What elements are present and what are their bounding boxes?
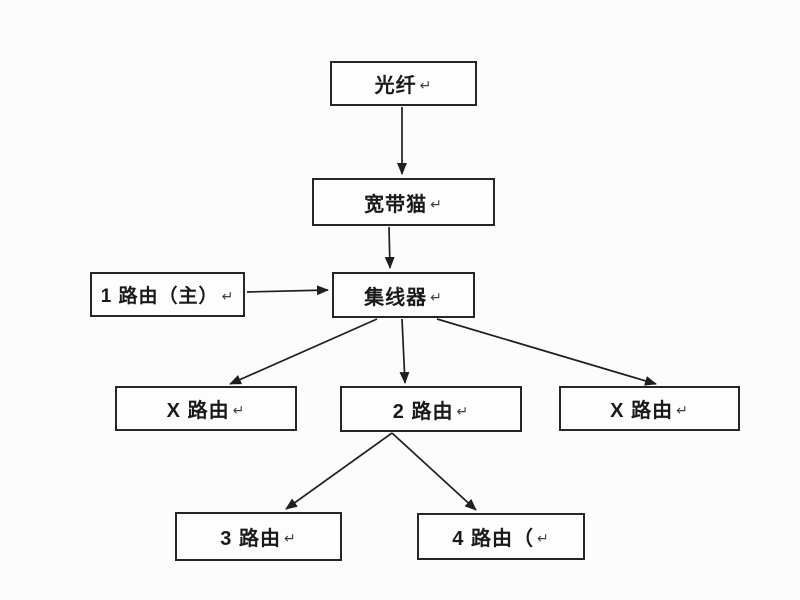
carriage-return-icon: ↵ (419, 77, 433, 93)
edge-hub-routerx-left (229, 318, 378, 385)
node-label: 4 路由（ (452, 528, 534, 550)
carriage-return-icon: ↵ (456, 402, 470, 419)
node-router-2: 2 路由↵ (340, 386, 522, 432)
node-label: 光纤 (374, 75, 417, 97)
edge-hub-router2 (399, 318, 410, 384)
node-hub: 集线器↵ (332, 272, 475, 318)
carriage-return-icon: ↵ (430, 288, 443, 305)
node-label: 集线器 (364, 286, 428, 309)
edge-modem-hub (384, 226, 395, 269)
edge-router2-router3 (285, 432, 393, 510)
carriage-return-icon: ↵ (283, 530, 297, 546)
node-router-4: 4 路由（↵ (417, 513, 585, 560)
node-fiber: 光纤↵ (330, 61, 477, 106)
node-router-x-right: X 路由↵ (559, 386, 740, 431)
node-label: X 路由 (610, 400, 674, 422)
carriage-return-icon: ↵ (221, 288, 235, 304)
node-modem: 宽带猫↵ (312, 178, 495, 226)
node-label: 3 路由 (220, 528, 281, 550)
node-router-3: 3 路由↵ (175, 512, 342, 561)
edge-router1-hub (246, 285, 329, 296)
node-router-1-main: 1 路由（主）↵ (90, 272, 245, 317)
node-label: X 路由 (166, 400, 230, 422)
node-label: 宽带猫 (364, 193, 428, 216)
edge-router2-router4 (391, 432, 477, 511)
carriage-return-icon: ↵ (676, 402, 689, 418)
carriage-return-icon: ↵ (536, 530, 550, 546)
carriage-return-icon: ↵ (430, 195, 443, 212)
node-router-x-left: X 路由↵ (115, 386, 297, 431)
node-label: 1 路由（主） (100, 286, 219, 307)
carriage-return-icon: ↵ (232, 402, 246, 418)
node-label: 2 路由 (392, 400, 454, 423)
edge-hub-routerx-right (436, 318, 657, 386)
